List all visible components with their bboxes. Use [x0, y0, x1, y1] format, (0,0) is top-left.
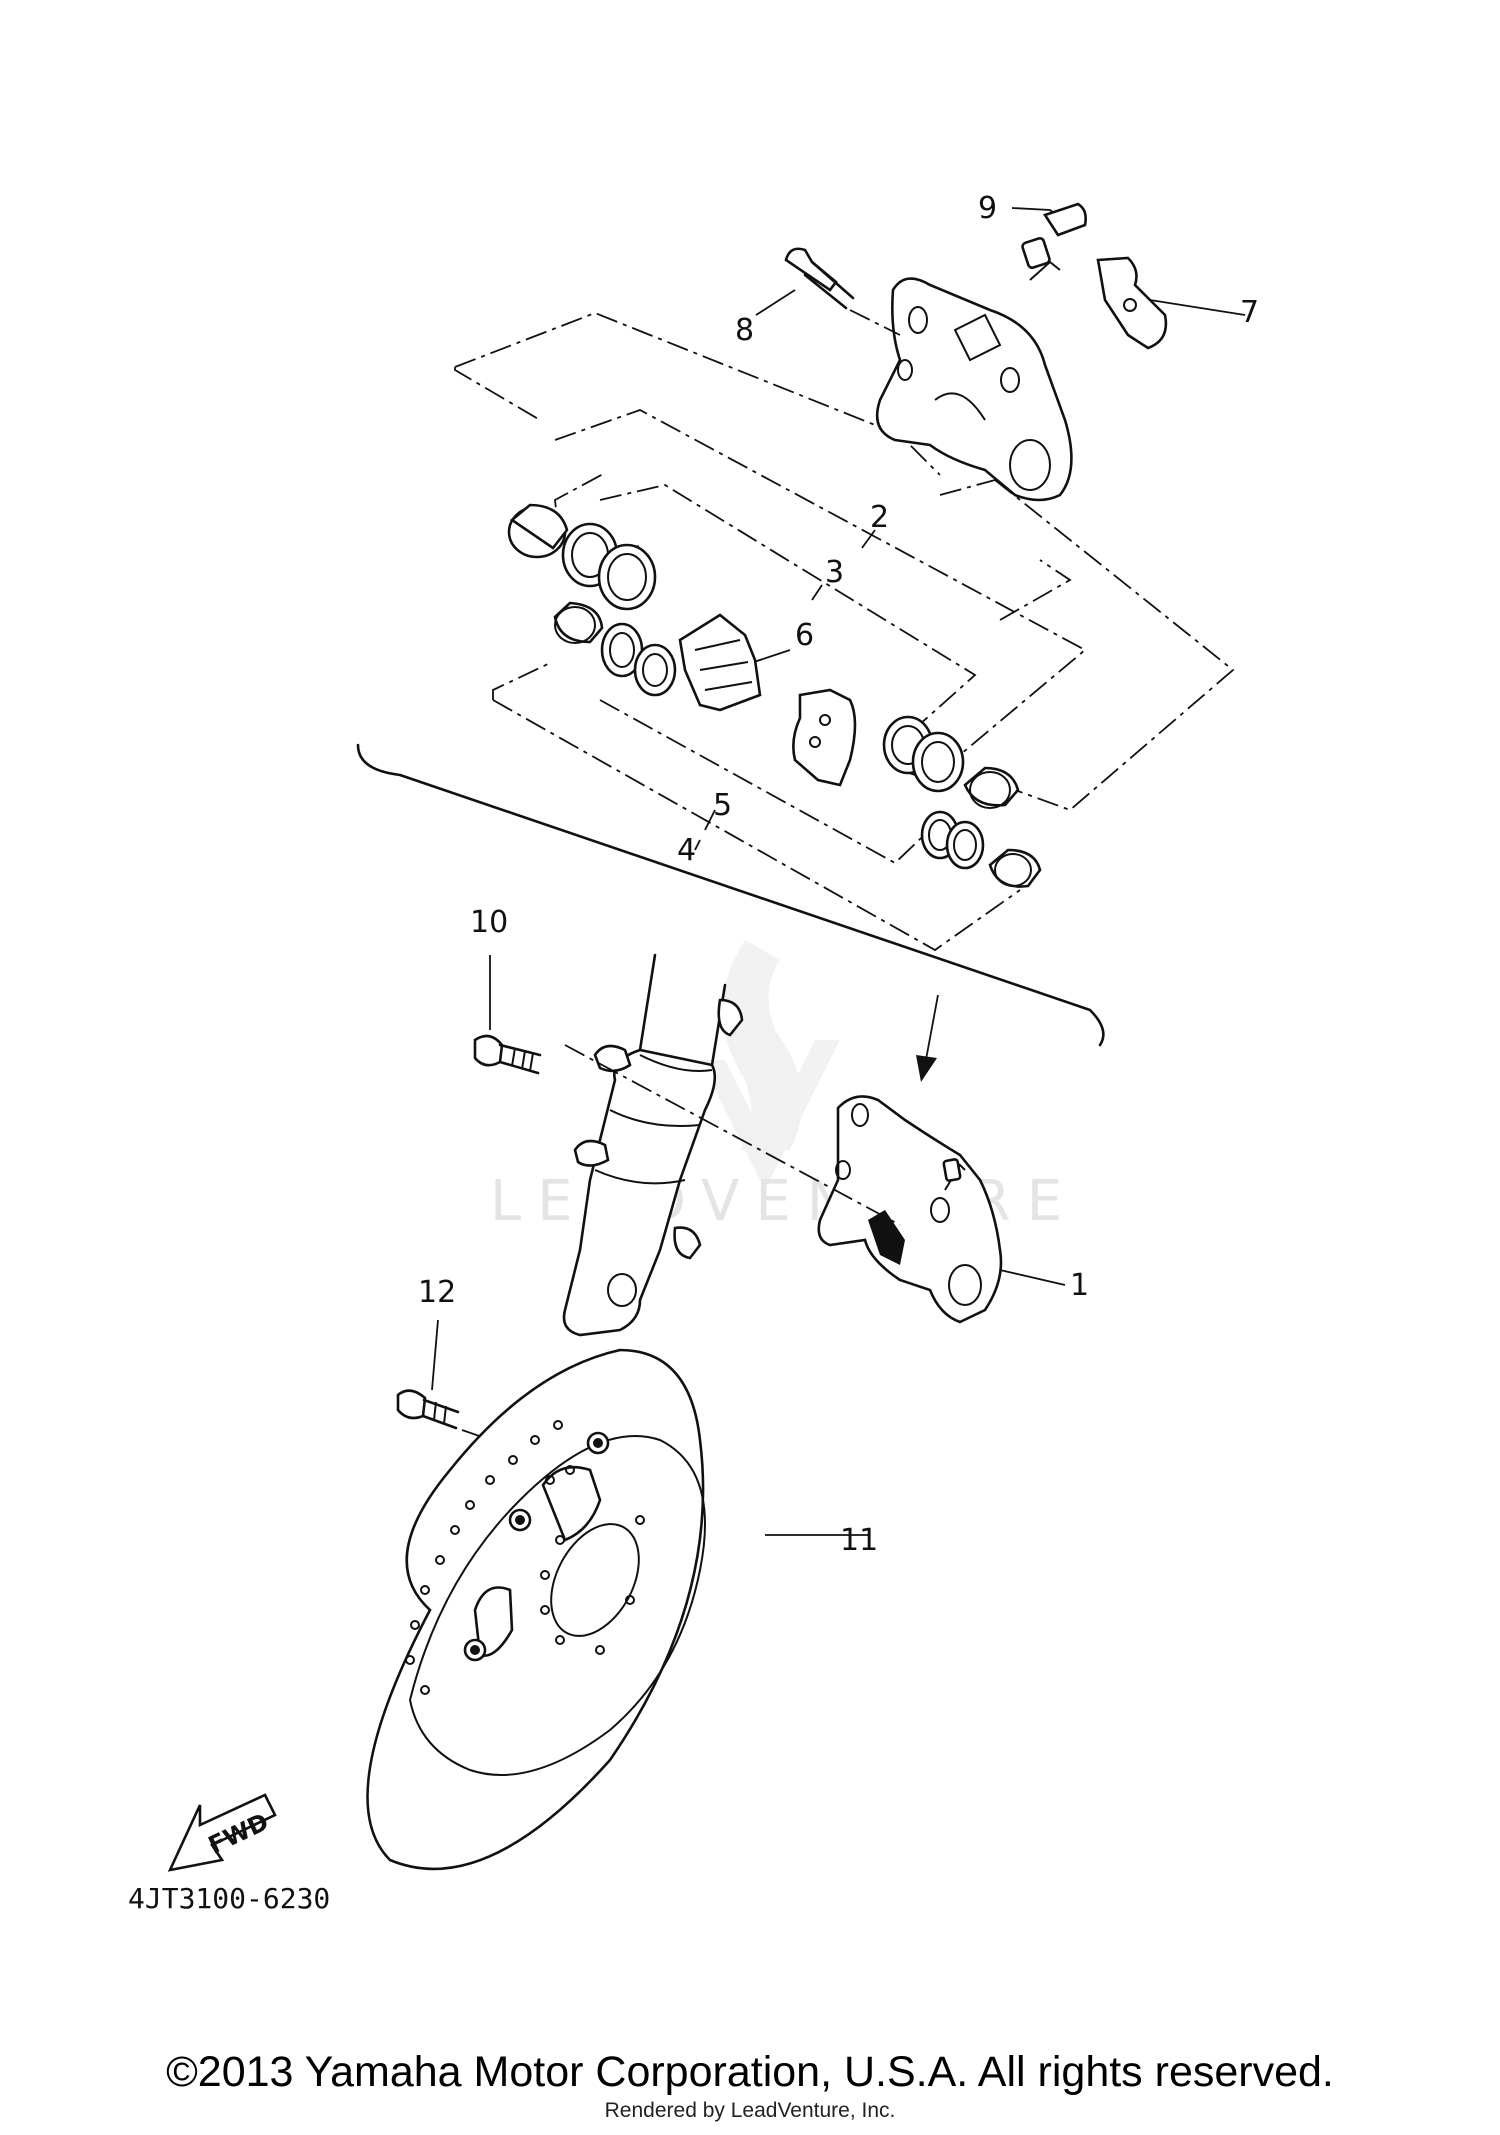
callout-9: 9: [978, 191, 997, 226]
leader-lines: [356, 207, 1246, 1536]
callout-numbers: 1 2 3 4 5 6 7 8 9 10 11 12: [418, 191, 1259, 1558]
bleeder-screw-icon: [1021, 202, 1087, 281]
callout-7: 7: [1240, 295, 1259, 330]
watermark-logo-icon: [700, 940, 840, 1190]
caliper-mount-bolt-icon: [473, 1034, 542, 1075]
watermark: LEADVENTURE: [490, 940, 1062, 1234]
callout-6: 6: [795, 618, 814, 653]
callout-11: 11: [840, 1523, 878, 1558]
rendered-by-credit: Rendered by LeadVenture, Inc.: [604, 2099, 896, 2122]
drawing-code: 4JT3100-6230: [128, 1882, 330, 1915]
piston-seal-set-icon: [507, 503, 1042, 888]
caliper-pin-bolt-icon: [784, 247, 901, 336]
callout-2: 2: [870, 500, 889, 535]
brake-disc-icon: [366, 1348, 706, 1871]
callout-12: 12: [418, 1275, 456, 1310]
kit-pointer-arrow-icon: [916, 1055, 937, 1082]
pad-spring-plate-icon: [1096, 256, 1168, 350]
front-fork-icon: [562, 953, 901, 1337]
callout-5: 5: [713, 788, 732, 823]
callout-8: 8: [735, 313, 754, 348]
callout-1: 1: [1070, 1268, 1089, 1303]
caliper-upper-icon: [875, 277, 1073, 502]
callout-4: 4: [677, 833, 696, 868]
kit-bracket: [356, 743, 1105, 1047]
brake-pad-set-icon: [678, 613, 857, 787]
callout-10: 10: [470, 905, 508, 940]
fwd-arrow-icon: FWD: [167, 1793, 277, 1872]
caliper-assembly-icon: [817, 1095, 1003, 1324]
callout-3: 3: [825, 555, 844, 590]
copyright-notice: ©2013 Yamaha Motor Corporation, U.S.A. A…: [166, 2048, 1334, 2096]
